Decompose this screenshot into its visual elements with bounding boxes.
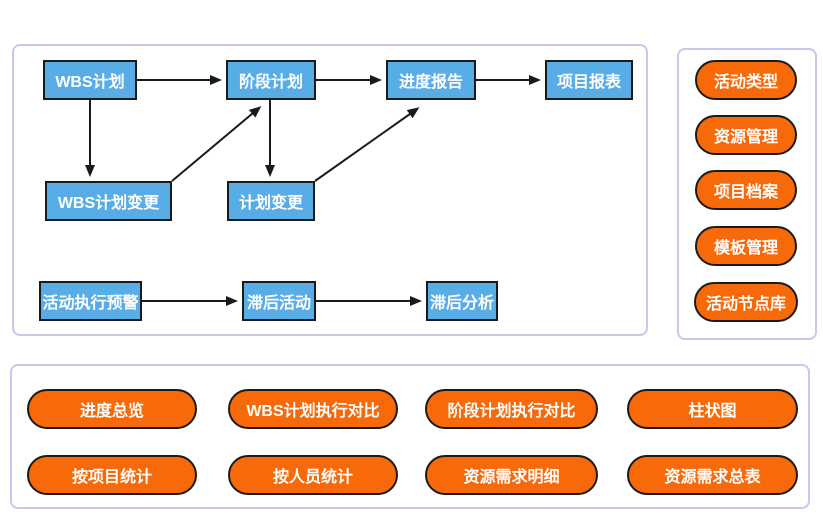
bottom-pill-stage-plan-exec-compare[interactable]: 阶段计划执行对比: [425, 389, 598, 429]
bottom-pill-resource-demand-detail[interactable]: 资源需求明细: [425, 455, 598, 495]
flow-node-lag-analysis[interactable]: 滞后分析: [426, 281, 498, 321]
side-pill-activity-type[interactable]: 活动类型: [695, 60, 797, 100]
side-pill-project-archive[interactable]: 项目档案: [695, 170, 797, 210]
flow-node-lag-activity[interactable]: 滞后活动: [242, 281, 316, 321]
bottom-pill-progress-overview[interactable]: 进度总览: [27, 389, 197, 429]
bottom-pill-resource-demand-summary[interactable]: 资源需求总表: [627, 455, 798, 495]
bottom-pill-stats-by-person[interactable]: 按人员统计: [228, 455, 398, 495]
bottom-pill-wbs-plan-exec-compare[interactable]: WBS计划执行对比: [228, 389, 398, 429]
flow-node-activity-exec-warning[interactable]: 活动执行预警: [39, 281, 142, 321]
bottom-pill-stats-by-project[interactable]: 按项目统计: [27, 455, 197, 495]
flow-node-wbs-plan-change[interactable]: WBS计划变更: [45, 181, 172, 221]
side-pill-activity-node-lib[interactable]: 活动节点库: [694, 282, 798, 322]
side-pill-template-mgmt[interactable]: 模板管理: [695, 226, 797, 266]
flow-node-progress-report[interactable]: 进度报告: [386, 60, 476, 100]
flow-node-wbs-plan[interactable]: WBS计划: [43, 60, 137, 100]
bottom-pill-bar-chart[interactable]: 柱状图: [627, 389, 798, 429]
side-pill-resource-mgmt[interactable]: 资源管理: [695, 115, 797, 155]
flow-node-stage-plan[interactable]: 阶段计划: [226, 60, 316, 100]
flow-node-plan-change[interactable]: 计划变更: [227, 181, 315, 221]
flow-node-project-report[interactable]: 项目报表: [545, 60, 633, 100]
